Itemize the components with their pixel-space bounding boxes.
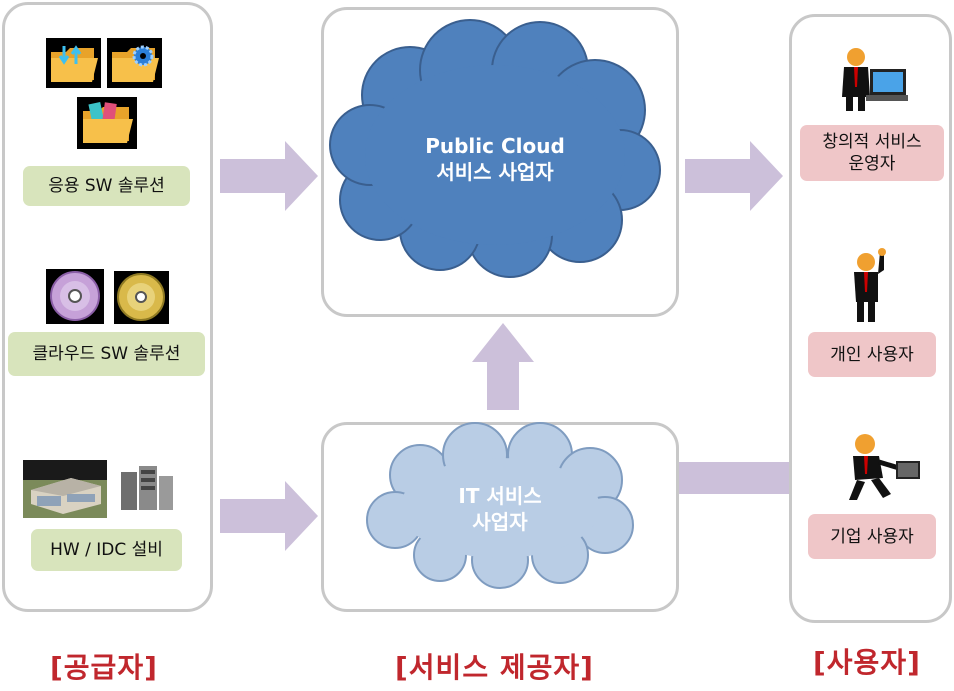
supplier-label-cloud-sw: 클라우드 SW 솔루션 bbox=[8, 332, 205, 376]
it-service-title: IT 서비스 사업자 bbox=[400, 483, 600, 535]
folder-documents-icon bbox=[77, 97, 137, 149]
user-label-enterprise: 기업 사용자 bbox=[808, 514, 936, 559]
businessman-waving-icon bbox=[854, 248, 886, 322]
provider-title: [서비스 제공자] bbox=[395, 651, 594, 684]
users-title: [사용자] bbox=[813, 646, 921, 679]
cd-gold-icon bbox=[114, 271, 169, 324]
folder-gear-icon bbox=[107, 38, 162, 88]
user-label-creative-line1: 창의적 서비스 bbox=[822, 132, 922, 152]
supplier-panel bbox=[2, 2, 213, 612]
public-cloud-shape bbox=[329, 19, 661, 278]
it-service-line2: 사업자 bbox=[472, 510, 528, 534]
folder-transfer-icon bbox=[46, 38, 101, 88]
server-rack-icon bbox=[121, 466, 173, 510]
arrow-supplier-to-public-cloud bbox=[220, 141, 318, 211]
supplier-label-hw-idc: HW / IDC 설비 bbox=[31, 529, 182, 571]
supplier-title: [공급자] bbox=[50, 651, 158, 684]
public-cloud-line2: 서비스 사업자 bbox=[436, 160, 554, 184]
businessman-laptop-icon bbox=[842, 48, 908, 111]
cd-purple-icon bbox=[46, 269, 104, 324]
public-cloud-title: Public Cloud 서비스 사업자 bbox=[380, 133, 610, 185]
idc-building-icon bbox=[23, 460, 107, 518]
user-label-creative-line2: 운영자 bbox=[848, 154, 896, 174]
it-service-line1: IT 서비스 bbox=[458, 484, 542, 508]
supplier-label-app-sw: 응용 SW 솔루션 bbox=[23, 166, 190, 206]
public-cloud-line1: Public Cloud bbox=[425, 134, 565, 158]
it-service-cloud-shape bbox=[366, 422, 634, 589]
arrow-public-cloud-to-users bbox=[685, 141, 783, 211]
businessman-briefcase-icon bbox=[849, 434, 920, 500]
arrow-it-service-to-public-cloud bbox=[472, 323, 534, 410]
user-label-individual: 개인 사용자 bbox=[808, 332, 936, 377]
user-label-creative-operator: 창의적 서비스 운영자 bbox=[800, 125, 944, 181]
arrow-supplier-to-it-service bbox=[220, 481, 318, 551]
